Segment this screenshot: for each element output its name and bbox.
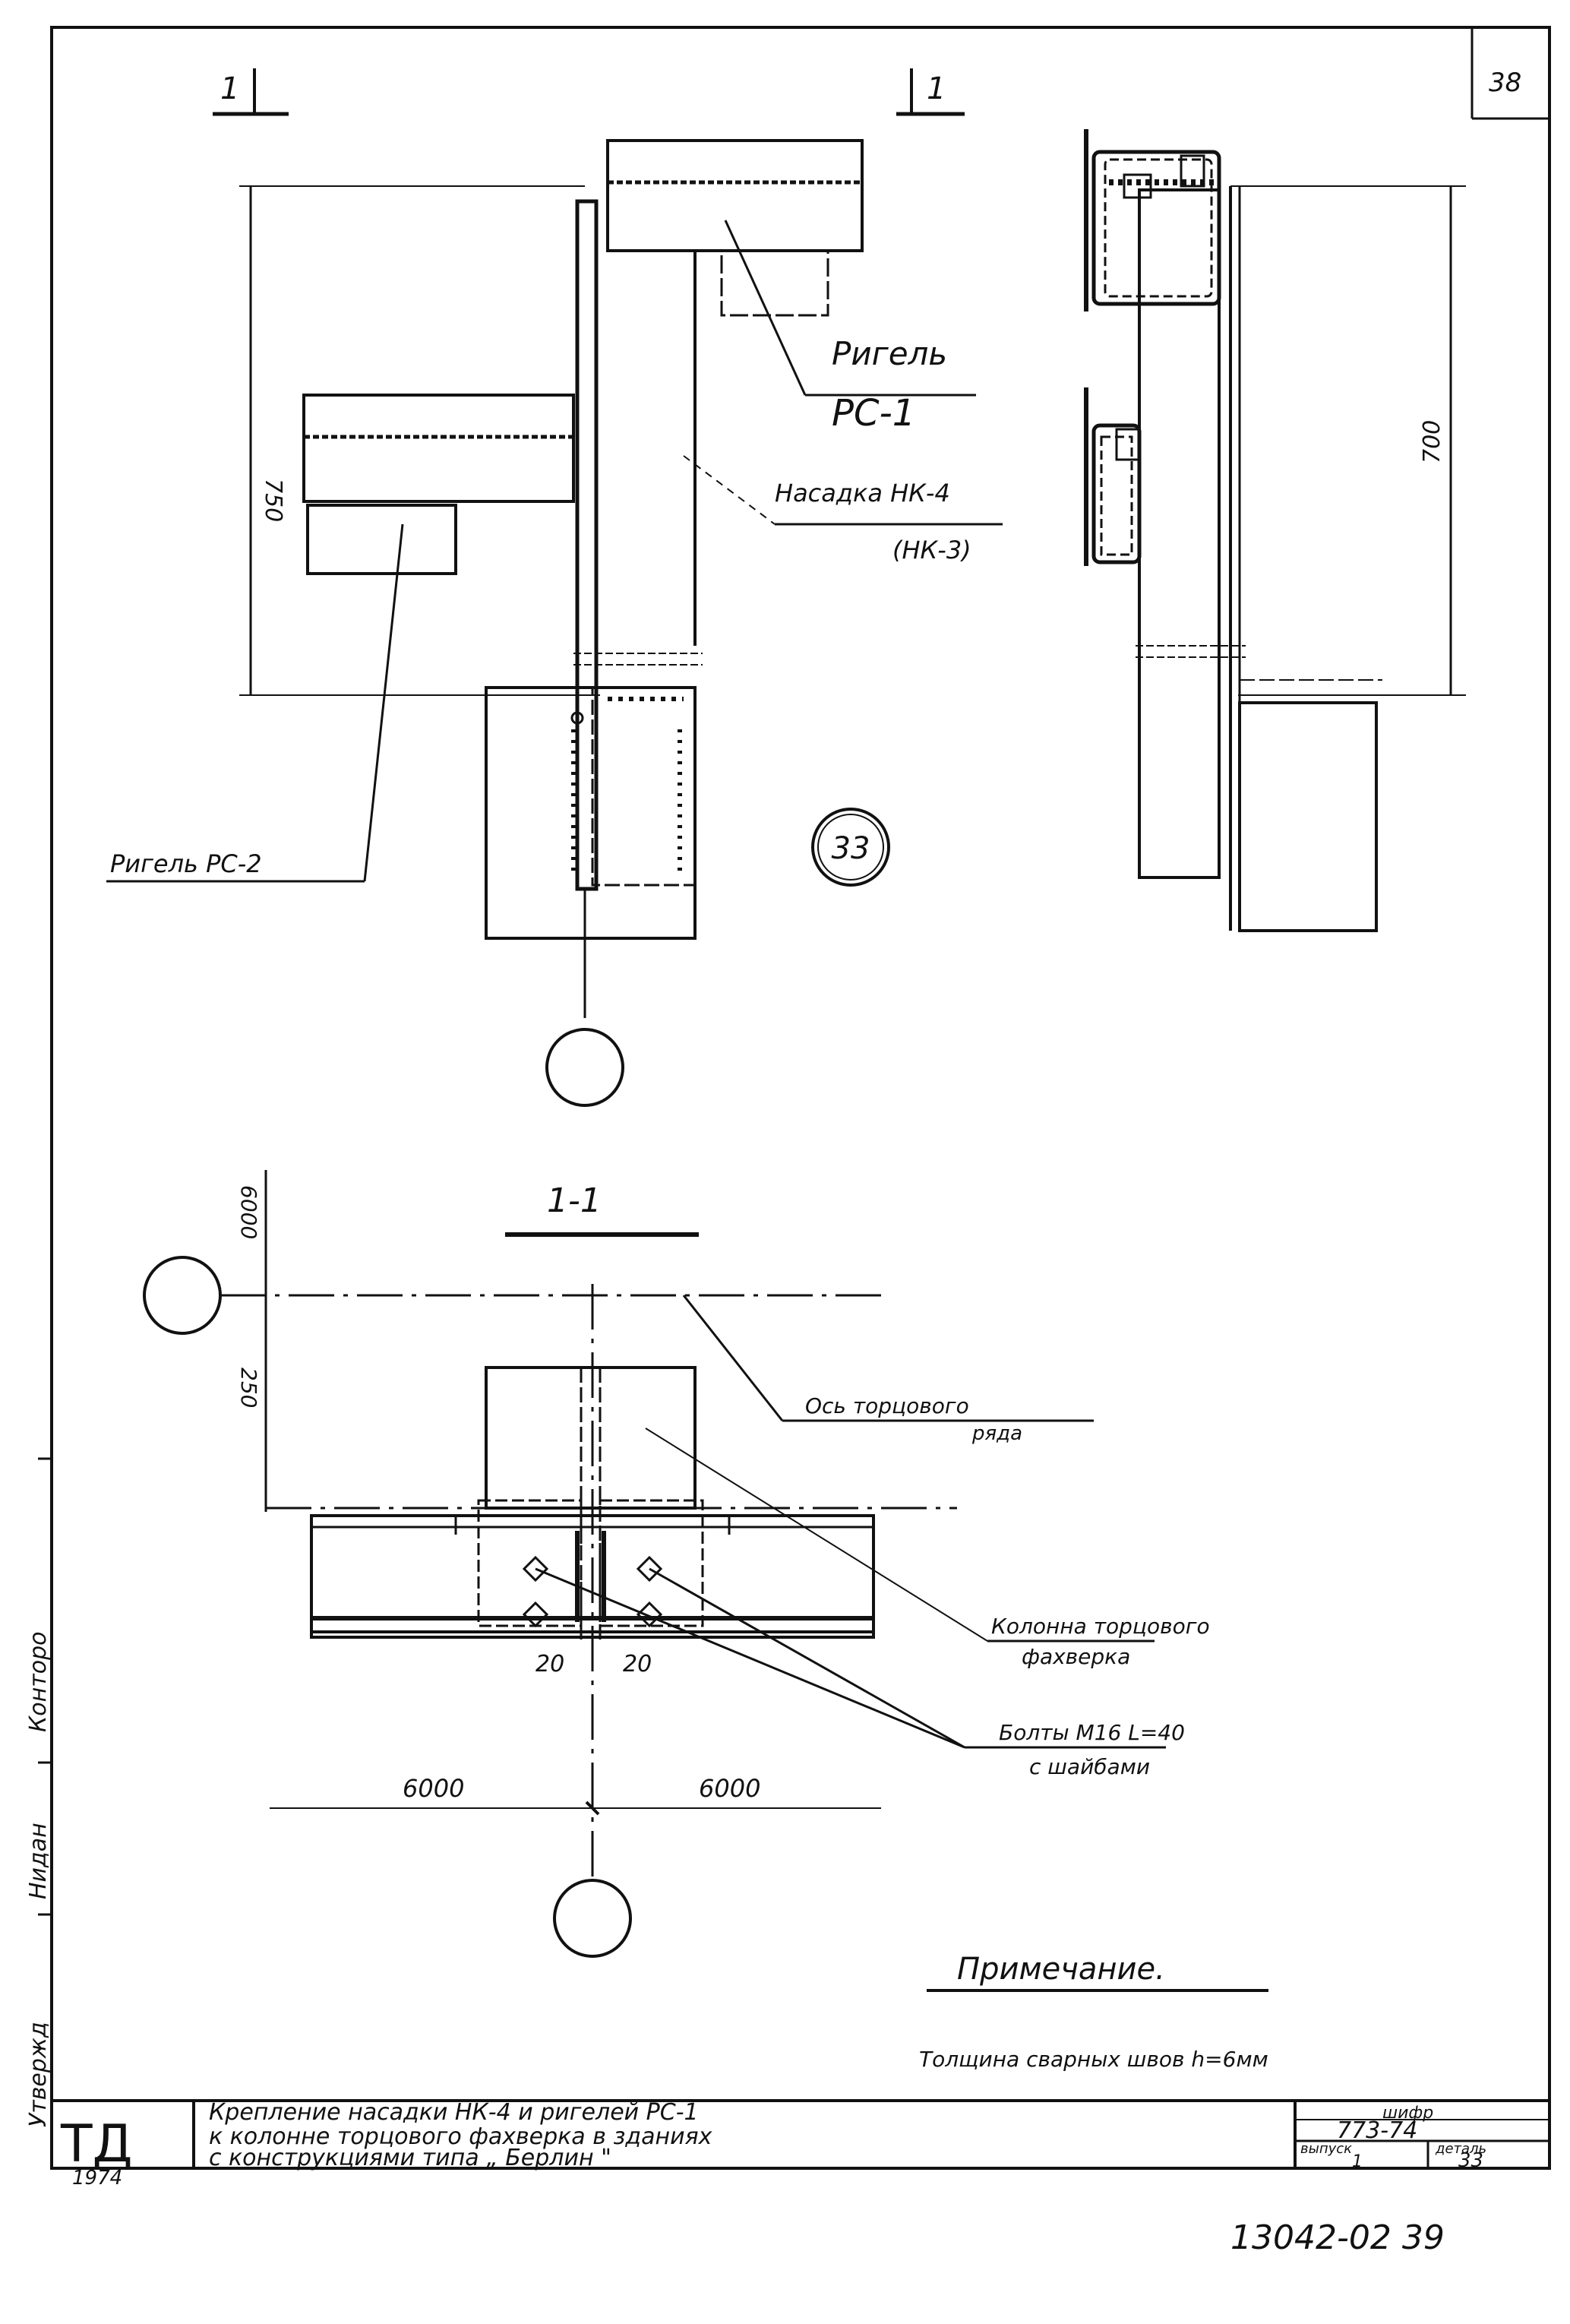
- label-column-line2: фахверка: [1022, 1644, 1130, 1669]
- note-text: Толщина сварных швов h=6мм: [919, 2047, 1268, 2072]
- sheet-stamp: 13042-02 39: [1230, 2218, 1445, 2257]
- side-label-2: Нидан: [25, 1823, 52, 1899]
- label-bolts-line2: с шайбами: [1029, 1754, 1150, 1779]
- title-line-1: Крепление насадки НК-4 и ригелей РС-1: [209, 2099, 699, 2126]
- sheet-frame: [50, 26, 1551, 2170]
- detail-label: деталь: [1435, 2141, 1486, 2157]
- side-label-3: Утвержд: [25, 2022, 52, 2127]
- dim-20-right: 20: [623, 1651, 652, 1677]
- label-column-line1: Колонна торцового: [991, 1614, 1210, 1639]
- label-rigel-rc1-line1: Ригель: [832, 335, 947, 372]
- title-year: 1974: [72, 2167, 122, 2190]
- section-title: 1-1: [547, 1181, 602, 1220]
- label-axis-line1: Ось торцового: [805, 1393, 969, 1418]
- detail-value: 33: [1458, 2149, 1483, 2172]
- section-marker-right: 1: [927, 71, 946, 106]
- code-label: шифр: [1382, 2104, 1433, 2123]
- node-marker: [811, 808, 890, 887]
- dim-6000-right: 6000: [699, 1774, 760, 1803]
- issue-value: 1: [1352, 2152, 1363, 2171]
- node-number: 33: [832, 831, 870, 866]
- label-axis-line2: ряда: [971, 1422, 1022, 1445]
- issue-label: выпуск: [1300, 2141, 1352, 2157]
- label-nasadka-line1: Насадка НК-4: [775, 479, 950, 507]
- axis-bubble-bottom: [553, 1879, 632, 1958]
- side-label-1: Конторо: [25, 1632, 52, 1733]
- title-block: [52, 2099, 1549, 2168]
- axis-bubble-top: [545, 1028, 624, 1107]
- dim-6000-left: 6000: [403, 1774, 464, 1803]
- section-marker-left: 1: [220, 71, 239, 106]
- label-bolts-line1: Болты М16 L=40: [999, 1720, 1185, 1745]
- dim-6000-vertical: 6000: [236, 1185, 261, 1239]
- code-value: 773-74: [1337, 2117, 1417, 2144]
- dim-20-left: 20: [535, 1651, 564, 1677]
- label-nasadka-line2: (НК-3): [892, 536, 971, 564]
- note-title: Примечание.: [957, 1952, 1165, 1987]
- title-line-2: к колонне торцового фахверка в зданиях: [209, 2123, 712, 2150]
- top-right-view: [1084, 129, 1466, 932]
- section-view: [143, 1170, 1268, 1992]
- axis-bubble-left: [143, 1256, 222, 1335]
- title-line-3: с конструкциями типа „ Берлин ": [209, 2145, 611, 2171]
- top-left-view: [106, 68, 1003, 1107]
- dim-250: 250: [236, 1368, 261, 1408]
- logo: ТД: [60, 2114, 133, 2174]
- side-signature-strip: [38, 1457, 53, 2168]
- label-rigel-rc2: Ригель РС-2: [110, 849, 262, 878]
- dim-700: 700: [1419, 420, 1445, 463]
- label-rigel-rc1-line2: РС-1: [832, 392, 915, 435]
- dim-750: 750: [260, 479, 286, 522]
- page-number: 38: [1489, 68, 1521, 98]
